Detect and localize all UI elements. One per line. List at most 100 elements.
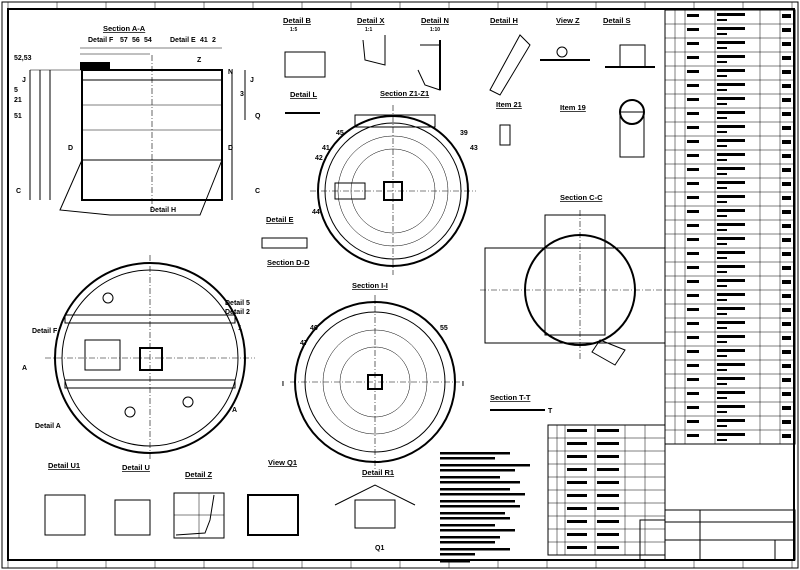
bom-cell-text <box>717 271 727 273</box>
bom-cell-text <box>717 139 745 142</box>
parts-cell-text <box>567 442 587 445</box>
bom-cell-text <box>717 433 745 436</box>
parts-list-lower <box>547 424 666 556</box>
top-details: Detail B 1:5 Detail X 1:1 Detail N 1:10 … <box>261 16 655 267</box>
note-line <box>440 541 495 544</box>
bom-cell-text <box>782 420 791 424</box>
view-title: Detail L <box>290 90 318 99</box>
parts-cell-text <box>597 429 619 432</box>
parts-cell-text <box>567 520 587 523</box>
bom-cell-text <box>717 13 745 16</box>
parts-cell-text <box>597 507 619 510</box>
bom-cell-text <box>782 336 791 340</box>
bom-cell-text <box>782 126 791 130</box>
bom-cell-text <box>717 131 727 133</box>
section-marker-j-right: J <box>250 77 254 84</box>
bom-cell-text <box>717 377 745 380</box>
callout-detail-f: Detail F <box>32 328 58 335</box>
bom-cell-text <box>782 210 791 214</box>
bom-cell-text <box>717 181 745 184</box>
callout: 45 <box>336 130 344 137</box>
view-scale: 1:5 <box>290 27 297 33</box>
section-i-i-view: Section I-I I I 46 47 55 <box>282 281 464 470</box>
view-title: Item 21 <box>496 100 522 109</box>
bom-cell-text <box>782 98 791 102</box>
bom-cell-text <box>687 238 699 241</box>
bom-cell-text <box>687 364 699 367</box>
bom-cell-text <box>687 168 699 171</box>
section-marker-c-right: C <box>255 188 260 195</box>
bom-cell-text <box>717 117 727 119</box>
bom-cell-text <box>717 173 727 175</box>
parts-cell-text <box>597 442 619 445</box>
bom-cell-text <box>782 14 791 18</box>
callout: 54 <box>144 37 152 44</box>
bom-cell-text <box>687 196 699 199</box>
parts-cell-text <box>567 429 587 432</box>
bom-cell-text <box>782 70 791 74</box>
bottom-details: Detail U1 Detail U Detail Z View Q1 Deta… <box>44 458 416 552</box>
section-marker-d: D <box>68 145 73 152</box>
view-title: Section T-T <box>490 393 531 402</box>
bom-cell-text <box>717 405 745 408</box>
bom-cell-text <box>687 336 699 339</box>
bom-cell-text <box>782 364 791 368</box>
bom-cell-text <box>717 419 745 422</box>
callout: Q <box>255 113 261 120</box>
view-title: Detail B <box>283 16 312 25</box>
bom-cell-text <box>717 411 727 413</box>
parts-cell-text <box>597 533 619 536</box>
note-line <box>440 505 520 508</box>
parts-cell-text <box>567 494 587 497</box>
callout: 1 <box>238 325 242 332</box>
bom-cell-text <box>687 210 699 213</box>
zone-markers <box>7 2 793 568</box>
parts-cell-text <box>597 481 619 484</box>
bom-cell-text <box>687 266 699 269</box>
section-marker-c: C <box>16 188 21 195</box>
bom-cell-text <box>782 392 791 396</box>
callout: N <box>228 69 233 76</box>
bom-cell-text <box>782 378 791 382</box>
bom-cell-text <box>782 294 791 298</box>
view-title: Detail R1 <box>362 468 394 477</box>
bom-cell-text <box>717 229 727 231</box>
view-scale: 1:10 <box>430 27 440 33</box>
view-title: Detail Z <box>185 470 213 479</box>
bom-cell-text <box>717 195 745 198</box>
inner-border <box>7 8 795 561</box>
bom-cell-text <box>717 327 727 329</box>
view-title: Detail U <box>122 463 150 472</box>
bom-cell-text <box>782 182 791 186</box>
bom-cell-text <box>717 293 745 296</box>
callout: 43 <box>470 145 478 152</box>
view-title: Detail H <box>490 16 518 25</box>
callout: 46 <box>310 325 318 332</box>
note-line <box>440 469 515 472</box>
bom-cell-text <box>687 308 699 311</box>
bom-cell-text <box>717 89 727 91</box>
bom-cell-text <box>782 252 791 256</box>
bom-cell-text <box>717 125 745 128</box>
bom-cell-text <box>717 103 727 105</box>
bom-cell-text <box>717 355 727 357</box>
bom-cell-text <box>687 140 699 143</box>
bom-cell-text <box>717 33 727 35</box>
bom-cell-text <box>717 335 745 338</box>
note-line <box>440 481 520 484</box>
view-title: Detail X <box>357 16 385 25</box>
bom-cell-text <box>717 251 745 254</box>
bom-cell-text <box>687 42 699 45</box>
bom-cell-text <box>717 167 745 170</box>
bom-cell-text <box>782 154 791 158</box>
callout-detail-h: Detail H <box>150 207 176 214</box>
view-title: View Q1 <box>268 458 297 467</box>
section-c-c-view: Section C-C <box>480 193 670 366</box>
bom-cell-text <box>717 209 745 212</box>
callout: 39 <box>460 130 468 137</box>
bom-cell-text <box>782 308 791 312</box>
bom-cell-text <box>717 285 727 287</box>
bom-cell-text <box>717 111 745 114</box>
